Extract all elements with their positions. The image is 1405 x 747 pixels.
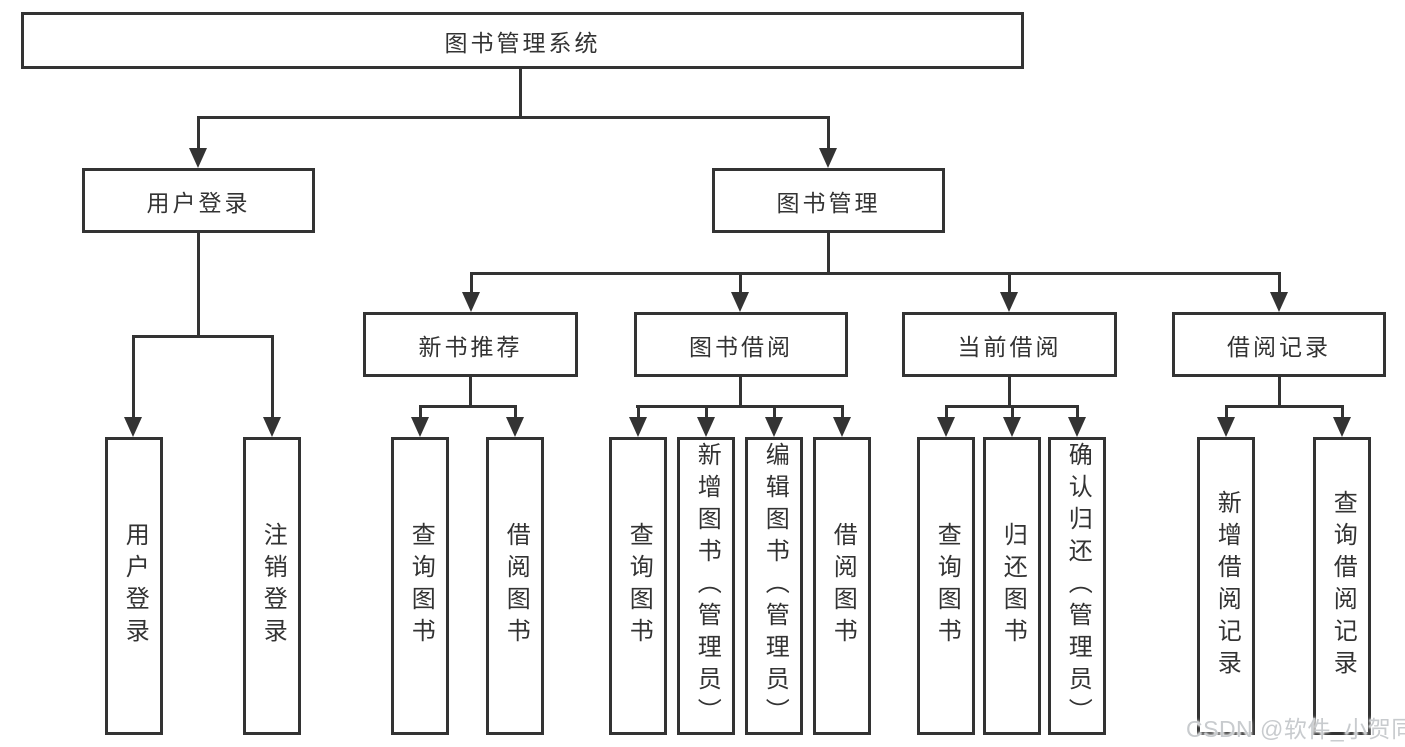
edge-drop-cb-return — [1011, 405, 1014, 421]
arrow-down-icon — [506, 417, 524, 437]
leaf-records-query-borrow-record: 查询借阅记录 — [1313, 437, 1371, 735]
node-book-management: 图书管理 — [712, 168, 945, 233]
leaf-borrow-edit-books-admin: 编辑图书（管理员） — [745, 437, 803, 735]
node-root-system: 图书管理系统 — [21, 12, 1024, 69]
edge-root-drop-user-login — [197, 116, 200, 154]
edge-new-book-horizontal — [419, 405, 517, 408]
leaf-current-return-books: 归还图书 — [983, 437, 1041, 735]
edge-book-mgmt-riser — [827, 230, 830, 275]
arrow-down-icon — [697, 417, 715, 437]
arrow-down-icon — [1003, 417, 1021, 437]
edge-book-borrow-riser — [739, 375, 742, 408]
edge-drop-cb-query — [945, 405, 948, 421]
edge-drop-borrow-records — [1278, 272, 1281, 298]
leaf-newbook-query-books: 查询图书 — [391, 437, 449, 735]
edge-drop-leaf-logout — [271, 335, 274, 420]
edge-drop-br-add — [1225, 405, 1228, 421]
edge-root-horizontal — [197, 116, 830, 119]
leaf-borrow-add-books-admin: 新增图书（管理员） — [677, 437, 735, 735]
edge-book-mgmt-horizontal — [470, 272, 1281, 275]
arrow-down-icon — [1217, 417, 1235, 437]
leaf-user-login: 用户登录 — [105, 437, 163, 735]
leaf-current-query-books: 查询图书 — [917, 437, 975, 735]
node-book-borrow: 图书借阅 — [634, 312, 848, 377]
arrow-down-icon — [124, 417, 142, 437]
edge-borrow-records-horizontal — [1225, 405, 1344, 408]
edge-drop-leaf-user-login — [132, 335, 135, 420]
edge-root-drop-book-mgmt — [827, 116, 830, 154]
arrow-down-icon — [819, 148, 837, 168]
arrow-down-icon — [462, 292, 480, 312]
arrow-down-icon — [411, 417, 429, 437]
leaf-logout: 注销登录 — [243, 437, 301, 735]
arrow-down-icon — [263, 417, 281, 437]
edge-drop-bb-add — [705, 405, 708, 421]
edge-borrow-records-riser — [1278, 375, 1281, 408]
arrow-down-icon — [731, 292, 749, 312]
edge-drop-bb-query — [637, 405, 640, 421]
arrow-down-icon — [629, 417, 647, 437]
node-user-login: 用户登录 — [82, 168, 315, 233]
arrow-down-icon — [765, 417, 783, 437]
edge-drop-cb-confirm — [1076, 405, 1079, 421]
node-current-borrow: 当前借阅 — [902, 312, 1117, 377]
edge-user-login-riser — [197, 230, 200, 338]
edge-drop-br-query — [1341, 405, 1344, 421]
edge-drop-book-borrow — [739, 272, 742, 298]
edge-drop-nb-query — [419, 405, 422, 421]
leaf-borrow-query-books: 查询图书 — [609, 437, 667, 735]
arrow-down-icon — [1333, 417, 1351, 437]
arrow-down-icon — [1270, 292, 1288, 312]
leaf-current-confirm-return-admin: 确认归还（管理员） — [1048, 437, 1106, 735]
arrow-down-icon — [189, 148, 207, 168]
arrow-down-icon — [833, 417, 851, 437]
leaf-borrow-borrow-books: 借阅图书 — [813, 437, 871, 735]
edge-drop-bb-edit — [773, 405, 776, 421]
leaf-records-add-borrow-record: 新增借阅记录 — [1197, 437, 1255, 735]
edge-current-borrow-riser — [1008, 375, 1011, 408]
edge-book-borrow-horizontal — [636, 405, 844, 408]
arrow-down-icon — [937, 417, 955, 437]
arrow-down-icon — [1068, 417, 1086, 437]
arrow-down-icon — [1000, 292, 1018, 312]
edge-drop-current-borrow — [1008, 272, 1011, 298]
edge-root-riser — [519, 66, 522, 118]
node-borrow-records: 借阅记录 — [1172, 312, 1386, 377]
edge-drop-new-book — [470, 272, 473, 298]
node-new-book-recommend: 新书推荐 — [363, 312, 578, 377]
edge-drop-bb-borrow — [841, 405, 844, 421]
edge-drop-nb-borrow — [514, 405, 517, 421]
edge-user-login-horizontal — [132, 335, 274, 338]
edge-new-book-riser — [469, 375, 472, 408]
leaf-newbook-borrow-books: 借阅图书 — [486, 437, 544, 735]
csdn-watermark: CSDN @软件_小贺同学 — [1186, 716, 1405, 742]
